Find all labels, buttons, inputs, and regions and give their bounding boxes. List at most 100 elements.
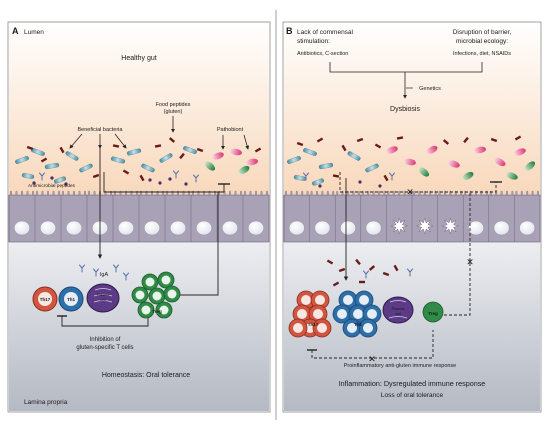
plasma-sub-a: cell: [100, 298, 106, 302]
th17-label-b: Th17: [308, 322, 319, 327]
nucleus: [519, 220, 536, 236]
gluten-peptide-icon: [139, 174, 145, 182]
disruption-label-1: Disruption of barrier,: [453, 29, 512, 36]
gluten-peptide-icon: [179, 152, 185, 160]
gluten-peptide-icon: [112, 144, 120, 148]
panel-a: A Lumen Healthy gut Food peptides (glute…: [7, 21, 271, 413]
bacterium-icon: [318, 163, 334, 169]
gluten-peptide-icon: [316, 137, 324, 143]
iga-antibody-icon: [193, 174, 199, 183]
pathobiont-icon: [426, 145, 438, 155]
bacterium-icon: [365, 163, 379, 173]
nucleus: [65, 220, 82, 236]
nucleus: [493, 220, 510, 236]
damaged-cell-icon: [415, 217, 434, 235]
pathobiont-icon: [448, 160, 460, 168]
gluten-peptide-icon: [154, 144, 162, 148]
iga-antibody-icon: [93, 268, 99, 277]
th1-nucleus: [363, 323, 373, 333]
treg-nucleus: [135, 290, 145, 300]
panel-b-cells: [288, 290, 444, 338]
pathobiont-arrow-2: [243, 134, 250, 150]
panel-a-epithelium: [8, 190, 270, 243]
th17-nucleus: [293, 323, 303, 333]
th1-cell-a: Th1: [58, 286, 84, 312]
antimicrobial-peptides-label: Antimicrobial peptides: [28, 183, 76, 189]
bacterium-icon: [183, 146, 197, 154]
iga-antibody-icon: [79, 264, 85, 273]
microvillus: [310, 190, 313, 196]
microvillus: [88, 190, 90, 196]
microvillus: [418, 190, 421, 196]
microvillus: [15, 190, 18, 196]
microvillus: [306, 190, 309, 196]
antimicrobial-peptide-icon: [168, 177, 172, 181]
microvillus: [36, 190, 38, 196]
microvillus: [21, 190, 23, 196]
iga-antibody-icon: [113, 264, 119, 273]
plasma-label-a: Plasma: [97, 293, 111, 297]
microvillus: [285, 190, 287, 196]
nucleus: [195, 220, 212, 236]
antimicrobial-peptide-icon: [64, 182, 68, 186]
gluten-peptide-icon: [296, 141, 304, 147]
gluten-peptide-icon: [396, 136, 404, 140]
homeostasis-label: Homeostasis: Oral tolerance: [102, 372, 190, 379]
nucleus: [288, 220, 305, 236]
bacterium-icon: [54, 176, 66, 184]
pathobiont-icon: [230, 148, 242, 156]
th1-nucleus: [353, 309, 363, 319]
nucleus: [314, 220, 331, 236]
gluten-peptide-icon: [393, 264, 399, 272]
bacterium-icon: [44, 163, 60, 169]
gluten-peptide-icon: [338, 267, 346, 273]
plasma-cell-icon: [382, 296, 414, 324]
microvillus: [398, 190, 401, 196]
gluten-peptide-icon: [356, 137, 364, 143]
pathobiont-icon: [494, 157, 506, 167]
microvillus: [295, 190, 298, 196]
pathobiont-icon: [474, 146, 486, 154]
panel-b-bacteria: [287, 135, 536, 287]
th1-nucleus: [359, 295, 369, 305]
bacterium-icon: [65, 151, 79, 161]
microvillus: [336, 190, 339, 196]
pathobiont-icon: [514, 148, 526, 156]
microvillus: [537, 190, 539, 196]
panel-a-bacteria: [15, 137, 262, 281]
panel-b-epithelium: [283, 190, 541, 243]
microvillus: [249, 190, 252, 196]
treg-nucleus: [159, 305, 169, 315]
gluten-peptide-icon: [196, 147, 204, 153]
plasma-cell-a: Plasma cell: [86, 283, 120, 313]
nucleus: [468, 220, 484, 236]
pathobiont-icon: [506, 172, 518, 180]
microvillus: [58, 190, 60, 196]
bacterium-icon: [21, 173, 35, 179]
pathobiont-icon: [524, 161, 536, 171]
microvillus: [378, 190, 380, 196]
microvillus: [383, 190, 386, 196]
nucleus: [13, 220, 31, 236]
gluten-peptide-icon: [383, 174, 389, 182]
gluten-peptide-icon: [442, 139, 450, 145]
gluten-peptide-icon: [254, 147, 262, 153]
treg-cell-icon: [422, 301, 444, 323]
inflammation-label: Inflammation: Dysregulated immune respon…: [339, 379, 486, 388]
nucleus: [169, 220, 186, 236]
gluten-peptide-icon: [514, 135, 522, 141]
th1-nucleus: [347, 323, 357, 333]
pathobiont-icon: [246, 158, 258, 166]
proinflammatory-label: Proinflammatory anti-gluten immune respo…: [344, 363, 457, 369]
gluten-peptide-icon: [332, 174, 340, 178]
microvillus: [240, 190, 242, 196]
treg-nucleus: [167, 289, 177, 299]
antimicrobial-peptide-icon: [32, 181, 36, 185]
gluten-peptide-icon: [355, 258, 361, 266]
lack-label-1: Lack of commensal: [297, 29, 354, 36]
block-x-upper: ✕: [406, 187, 414, 197]
nucleus: [40, 220, 57, 236]
genetics-label: Genetics: [419, 86, 441, 92]
microvillus: [520, 190, 523, 196]
